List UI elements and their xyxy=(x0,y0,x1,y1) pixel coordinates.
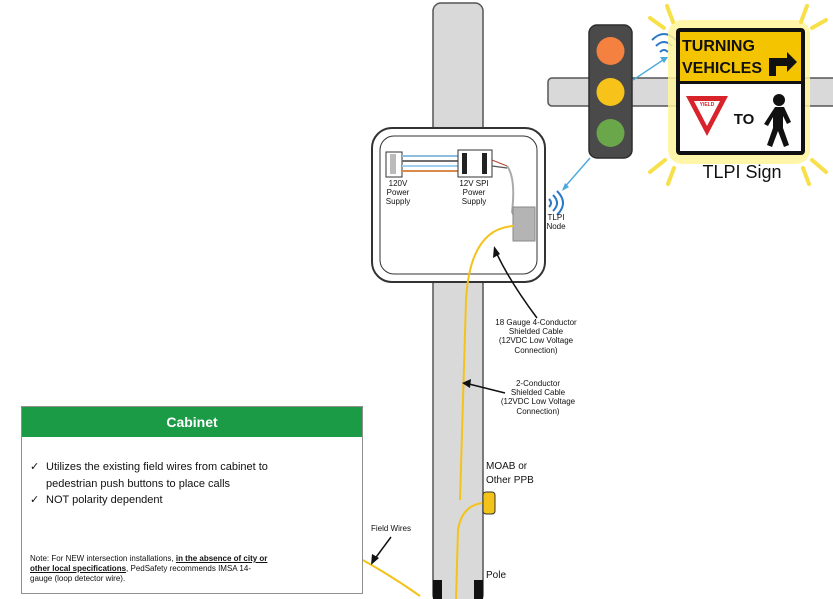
traffic-signal xyxy=(588,24,633,159)
label-120v-supply: 120V Power Supply xyxy=(380,179,416,207)
list-item: ✓ NOT polarity dependent xyxy=(30,492,270,509)
label-pole: Pole xyxy=(486,570,507,581)
label-line: Connection) xyxy=(516,406,560,416)
label-line: 120V xyxy=(388,179,408,188)
pole xyxy=(432,2,484,599)
sign-to-text: TO xyxy=(733,111,755,128)
label-field-wires: Field Wires xyxy=(370,524,411,533)
cabinet-panel-title: Cabinet xyxy=(22,407,362,437)
yield-label: YIELD xyxy=(699,102,715,108)
sign-caption: TLPI Sign xyxy=(702,162,782,182)
power-supply-12v xyxy=(457,149,515,217)
signal-amber-lamp xyxy=(596,78,625,106)
signal-link-arrow xyxy=(562,157,591,190)
power-supply-120v xyxy=(385,151,458,178)
label-12v-supply: 12V SPI Power Supply xyxy=(452,179,496,207)
label-line: MOAB or xyxy=(486,461,528,472)
label-line: 2-Conductor xyxy=(515,379,561,388)
cable-4c-arrowhead xyxy=(493,246,500,258)
label-line: 18 Gauge 4-Conductor xyxy=(495,318,577,327)
sign-line-turning: TURNING xyxy=(682,38,755,55)
label-line: Power xyxy=(462,188,486,198)
cabinet-bullet-list: ✓ Utilizes the existing field wires from… xyxy=(30,459,270,509)
push-button-wire xyxy=(455,502,484,599)
label-line: TLPI xyxy=(547,213,565,222)
label-line: Supply xyxy=(461,197,487,207)
cabinet-note: Note: For NEW intersection installations… xyxy=(30,554,270,584)
label-line: Power xyxy=(386,188,410,198)
bullet-text: NOT polarity dependent xyxy=(46,494,163,506)
label-line: Connection) xyxy=(514,345,558,355)
cable-2c-arrow xyxy=(468,383,506,394)
cabinet-panel: Cabinet ✓ Utilizes the existing field wi… xyxy=(21,406,363,594)
note-suffix: , PedSafety recommends IMSA 14-gauge (lo… xyxy=(30,564,251,583)
sign-line-vehicles: VEHICLES xyxy=(682,60,763,77)
label-4c-cable: 18 Gauge 4-Conductor Shielded Cable (12V… xyxy=(484,318,588,355)
label-line: Shielded Cable xyxy=(510,388,566,398)
moab-push-button xyxy=(482,491,496,515)
tlpi-sign xyxy=(648,4,828,186)
signal-red-lamp xyxy=(596,37,625,65)
label-line: Supply xyxy=(385,197,411,207)
check-icon: ✓ xyxy=(30,494,40,506)
label-2c-cable: 2-Conductor Shielded Cable (12VDC Low Vo… xyxy=(486,379,590,416)
label-line: Shielded Cable xyxy=(508,327,564,337)
note-emphasis: in the absence of city or other local sp… xyxy=(30,554,268,573)
pole-foot-left xyxy=(433,580,442,599)
label-line: Node xyxy=(546,222,566,232)
bullet-text: Utilizes the existing field wires from c… xyxy=(46,461,268,490)
label-line: Other PPB xyxy=(486,474,534,486)
four-conductor-cable xyxy=(459,225,515,501)
sign-link-arrow xyxy=(632,57,667,81)
pole-foot-right xyxy=(474,580,483,599)
tlpi-node xyxy=(512,206,536,242)
signal-green-lamp xyxy=(596,119,625,147)
note-prefix: Note: For NEW intersection installations… xyxy=(30,554,176,563)
turn-arrow-icon xyxy=(769,52,797,76)
signal-link-arrowhead xyxy=(562,183,569,191)
list-item: ✓ Utilizes the existing field wires from… xyxy=(30,459,270,492)
pedestrian-icon xyxy=(764,94,791,147)
label-tlpi-node: TLPI Node xyxy=(540,213,572,231)
cable-4c-arrow xyxy=(495,251,538,319)
field-wires-arrowhead xyxy=(371,554,379,565)
wifi-node-icon xyxy=(548,190,564,216)
check-icon: ✓ xyxy=(30,461,40,473)
label-line: (12VDC Low Voltage xyxy=(500,397,576,407)
sign-link-arrowhead xyxy=(660,57,668,63)
label-line: 12V SPI xyxy=(459,179,489,188)
label-moab: MOAB or Other PPB xyxy=(486,460,556,487)
sign-text: TURNING VEHICLES xyxy=(682,36,768,80)
field-wires-arrow xyxy=(373,536,392,561)
label-line: (12VDC Low Voltage xyxy=(498,336,574,346)
cable-2c-arrowhead xyxy=(462,379,471,388)
